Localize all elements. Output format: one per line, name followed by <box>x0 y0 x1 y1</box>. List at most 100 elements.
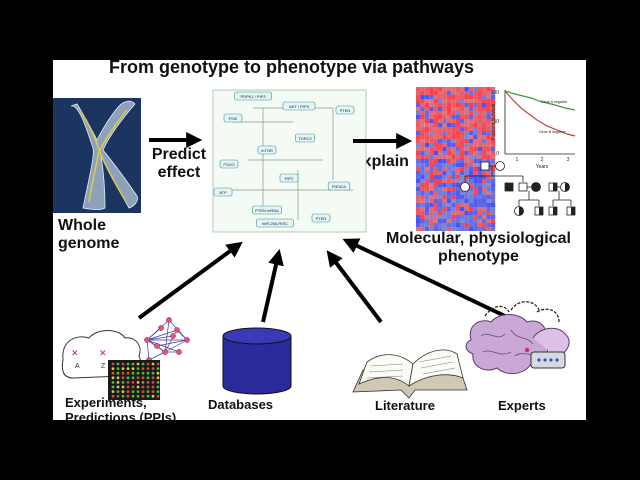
heatmap-cell <box>446 135 452 139</box>
heatmap-cell <box>438 171 443 175</box>
phenotype-line1: Molecular, physiological <box>386 230 571 247</box>
heatmap-cell <box>446 215 452 219</box>
heatmap-cell <box>438 111 443 115</box>
heatmap-cell <box>442 131 447 135</box>
heatmap-cell <box>490 99 496 103</box>
heatmap-cell <box>446 87 452 91</box>
heatmap-cell <box>424 211 430 215</box>
ppi-edge <box>164 329 178 353</box>
heatmap-cell <box>442 99 447 103</box>
heatmap-cell <box>438 131 443 135</box>
heatmap-cell <box>429 99 434 103</box>
heatmap-cell <box>473 179 478 183</box>
heatmap-cell <box>416 163 421 167</box>
heatmap-cell <box>433 95 438 99</box>
heatmap-cell <box>424 123 430 127</box>
heatmap-cell <box>482 91 487 95</box>
heatmap-cell <box>424 187 430 191</box>
heatmap-cell <box>460 195 465 199</box>
heatmap-cell <box>460 123 465 127</box>
heatmap-cell <box>482 147 487 151</box>
survival-ytick-100: 100 <box>491 90 500 96</box>
heatmap-cell <box>416 159 421 163</box>
microarray-spot <box>156 367 160 370</box>
heatmap-cell <box>442 151 447 155</box>
pathway-node-label: PI3K <box>229 116 238 121</box>
microarray-spot <box>146 371 150 375</box>
heatmap-cell <box>451 191 456 195</box>
arrow-databases-to-pathway <box>261 248 284 323</box>
ppi-edge <box>164 339 188 353</box>
heatmap-cell <box>438 155 443 159</box>
ppi-edge <box>156 345 166 353</box>
heatmap-cell <box>455 203 460 207</box>
heatmap-cell <box>455 139 460 143</box>
heatmap-cell <box>429 103 434 107</box>
pathway-node-label: PTEN <box>316 216 327 221</box>
heatmap-cell <box>442 203 447 207</box>
heatmap-cell <box>433 107 438 111</box>
heatmap-cell <box>455 99 460 103</box>
heatmap-cell <box>460 151 465 155</box>
heatmap-cell <box>433 163 438 167</box>
heatmap-cell <box>446 171 452 175</box>
microarray-spot <box>151 381 155 384</box>
pathway-node <box>327 181 351 191</box>
heatmap-cell <box>473 107 478 111</box>
microarray-spot <box>146 376 150 380</box>
heatmap-cell <box>451 99 456 103</box>
microarray-spot <box>141 376 145 380</box>
heatmap-cell <box>468 123 474 127</box>
heatmap-cell <box>451 159 456 163</box>
heatmap-cell <box>416 211 421 215</box>
heatmap-cell <box>473 131 478 135</box>
heatmap-cell <box>473 91 478 95</box>
heatmap-cell <box>433 155 438 159</box>
heatmap-cell <box>482 175 487 179</box>
heatmap-cell <box>460 199 465 203</box>
heatmap-cell <box>424 159 430 163</box>
microarray-spot <box>156 376 160 380</box>
heatmap-cell <box>420 87 425 91</box>
heatmap-cell <box>424 91 430 95</box>
heatmap-cell <box>416 103 421 107</box>
heatmap-cell <box>486 87 491 91</box>
heatmap-cell <box>482 163 487 167</box>
survival-ytick-50: 50 <box>493 119 499 125</box>
heatmap-cell <box>490 107 496 111</box>
heatmap-cell <box>482 127 487 131</box>
heatmap-cell <box>455 191 460 195</box>
heatmap-cell <box>468 191 474 195</box>
heatmap-cell <box>420 119 425 123</box>
heatmap-cell <box>464 127 469 131</box>
heatmap-cell <box>464 207 469 211</box>
heatmap-cell <box>464 115 469 119</box>
microarray-spot <box>141 381 145 384</box>
heatmap-cell <box>482 187 487 191</box>
heatmap-cell <box>464 155 469 159</box>
heatmap-cell <box>433 103 438 107</box>
heatmap-cell <box>438 107 443 111</box>
heatmap-cell <box>468 87 474 91</box>
heatmap-cell <box>464 91 469 95</box>
heatmap-cell <box>442 95 447 99</box>
heatmap-cell <box>477 219 482 223</box>
heatmap-cell <box>429 155 434 159</box>
heatmap-cell <box>455 163 460 167</box>
heatmap-cell <box>429 223 434 227</box>
heatmap-cell <box>438 151 443 155</box>
heatmap-cell <box>429 143 434 147</box>
heatmap-cell <box>460 131 465 135</box>
heatmap-cell <box>420 111 425 115</box>
microarray-spot <box>136 381 140 384</box>
heatmap-cell <box>424 115 430 119</box>
predict-line1: Predict <box>151 146 207 163</box>
heatmap-cell <box>429 139 434 143</box>
heatmap-cell <box>473 143 478 147</box>
heatmap-cell <box>477 127 482 131</box>
heatmap-cell <box>429 195 434 199</box>
heatmap-cell <box>442 155 447 159</box>
heatmap-cell <box>482 119 487 123</box>
microarray-spot <box>146 381 150 384</box>
microarray-spot <box>151 385 155 389</box>
